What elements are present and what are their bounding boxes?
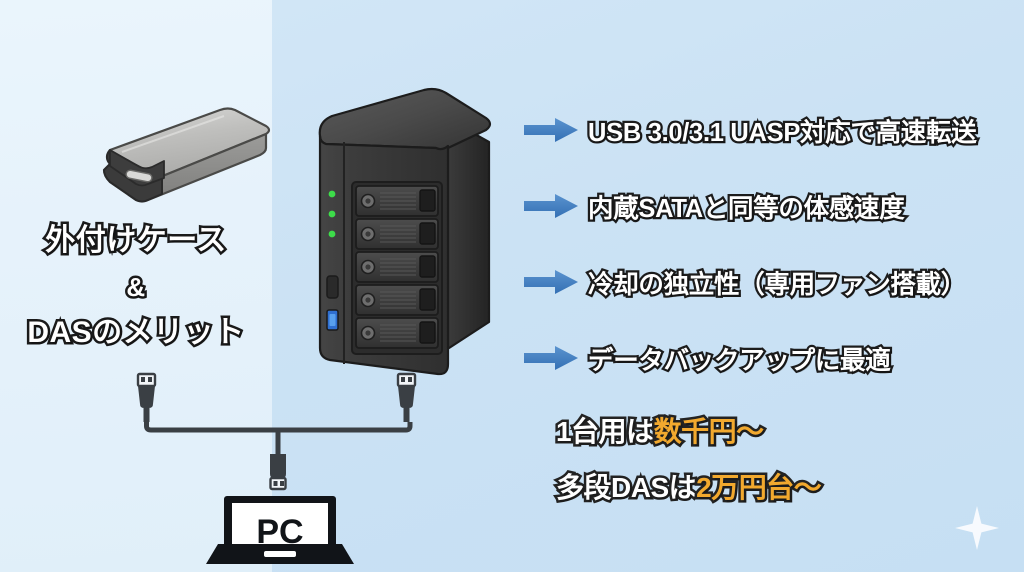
background-left-panel (0, 0, 272, 572)
arrow-right-icon (524, 117, 578, 143)
usb-connector-icon (396, 372, 417, 422)
arrow-right-icon (524, 193, 578, 219)
power-button-icon (326, 275, 339, 299)
price-row: 多段DASは2万円台～ (553, 458, 1016, 514)
price-text: 1台用は数千円～ (554, 410, 767, 450)
page-title-line-1: 外付けケース (43, 222, 229, 260)
benefit-row: 冷却の独立性（専用ファン搭載） (524, 244, 1024, 320)
drive-bay (355, 185, 439, 217)
drive-bay (355, 251, 439, 283)
price-highlight: 2万円台～ (694, 470, 825, 506)
benefit-row: データバックアップに最適 (524, 320, 1024, 396)
status-led-icon (328, 210, 336, 218)
benefit-row: USB 3.0/3.1 UASP対応で高速転送 (524, 92, 1024, 168)
status-led-group (328, 190, 336, 238)
price-row: 1台用は数千円～ (554, 402, 1016, 458)
status-led-icon (328, 190, 336, 198)
laptop-icon: PC (206, 496, 354, 568)
arrow-right-icon (524, 345, 578, 371)
price-highlight: 数千円～ (651, 414, 767, 450)
benefit-text: 冷却の独立性（専用ファン搭載） (586, 268, 969, 301)
price-list: 1台用は数千円～ 多段DASは2万円台～ (553, 402, 1016, 514)
usb-cable-and-pc-illustration: PC (120, 368, 440, 568)
price-text: 多段DASは2万円台～ (553, 466, 825, 506)
usb-c-port-icon (125, 169, 153, 183)
page-title: 外付けケース & DASのメリット (0, 218, 272, 356)
status-led-icon (328, 230, 336, 238)
benefit-list: USB 3.0/3.1 UASP対応で高速転送 内蔵SATAと同等の体感速度 冷… (524, 92, 1024, 396)
das-enclosure-illustration (296, 84, 496, 380)
page-title-line-2: & (124, 270, 148, 305)
usb-connector-icon (269, 454, 287, 491)
drive-bay-group (355, 185, 439, 349)
benefit-text: データバックアップに最適 (586, 344, 893, 377)
drive-bay (355, 284, 439, 316)
arrow-right-icon (524, 269, 578, 295)
price-prefix: 多段DASは (553, 470, 699, 506)
benefit-text: USB 3.0/3.1 UASP対応で高速転送 (586, 116, 979, 149)
portable-ssd-illustration (52, 104, 276, 214)
drive-bay (355, 317, 439, 349)
page-title-line-3: DASのメリット (25, 314, 247, 352)
drive-bay (355, 218, 439, 250)
benefit-text: 内蔵SATAと同等の体感速度 (586, 192, 907, 225)
price-prefix: 1台用は (554, 414, 657, 450)
usb-connector-icon (136, 372, 157, 422)
benefit-row: 内蔵SATAと同等の体感速度 (524, 168, 1024, 244)
